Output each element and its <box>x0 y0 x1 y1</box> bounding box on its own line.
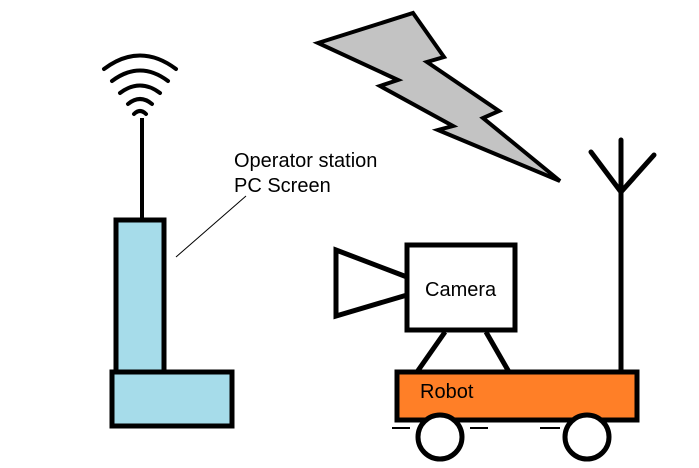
pc-screen-label: PC Screen <box>234 175 331 197</box>
pc-screen-tower <box>113 217 167 375</box>
operator-station-label: Operator station <box>234 150 377 172</box>
camera-body <box>404 242 518 333</box>
camera-label: Camera <box>425 279 497 301</box>
robot-antenna-icon <box>588 137 657 375</box>
front-wheel <box>415 412 465 462</box>
robot-label: Robot <box>420 381 474 403</box>
label-leader-line <box>175 195 247 258</box>
camera-mount <box>414 330 512 374</box>
rear-wheel <box>562 412 612 462</box>
pc-base <box>109 369 235 429</box>
wifi-signal-icon <box>102 53 178 116</box>
robot-chassis <box>394 369 640 423</box>
camera-lens-icon <box>333 246 410 320</box>
lightning-bolt-icon <box>312 10 562 183</box>
